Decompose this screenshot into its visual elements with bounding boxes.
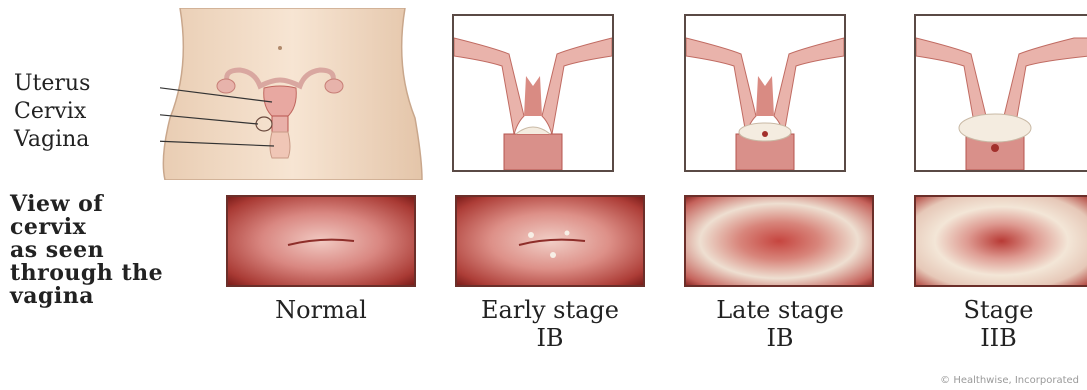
caption-early-ib: Early stage IB <box>440 296 660 352</box>
torso-diagram <box>160 8 430 180</box>
view-description: View of cervix as seen through the vagin… <box>10 193 163 308</box>
copyright: © Healthwise, Incorporated <box>940 375 1079 386</box>
cervix-view-normal <box>226 195 416 287</box>
cross-section-early-ib <box>452 14 614 172</box>
caption-late-ib: Late stage IB <box>670 296 890 352</box>
caption-normal: Normal <box>226 296 416 324</box>
cervix-label: Cervix <box>14 101 86 123</box>
cervix-view-late-ib <box>684 195 874 287</box>
cervix-shape <box>272 116 288 132</box>
uterus-label: Uterus <box>14 73 90 95</box>
cervix-view-iib <box>914 195 1087 287</box>
vagina-shape <box>270 132 290 158</box>
caption-iib: Stage IIB <box>910 296 1087 352</box>
vagina-label: Vagina <box>14 129 89 151</box>
navel <box>278 46 282 50</box>
cross-section-iib <box>914 14 1087 172</box>
cervix-view-early-ib <box>455 195 645 287</box>
cross-section-late-ib <box>684 14 846 172</box>
